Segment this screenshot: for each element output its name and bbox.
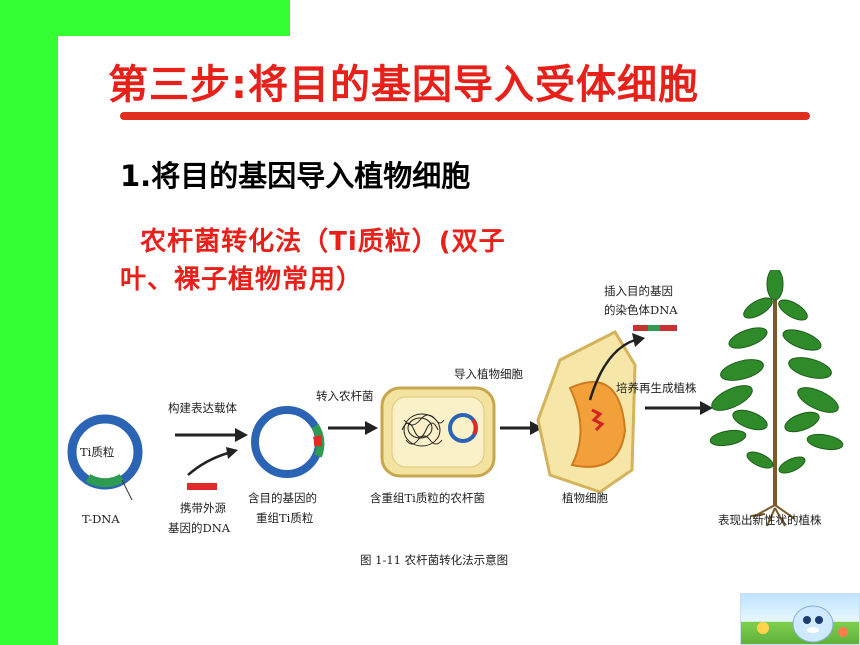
agrobacterium-label: 含重组Ti质粒的农杆菌 (370, 491, 485, 505)
into-plant-cell-label: 导入植物细胞 (454, 367, 523, 381)
foreign-dna-label-1: 携带外源 (180, 501, 226, 515)
method-text: 农杆菌转化法（Ti质粒）(双子 叶、裸子植物常用） (120, 223, 600, 299)
method-line-2: 叶、裸子植物常用） (120, 265, 364, 295)
foreign-dna-fragment (187, 447, 238, 490)
arrow-construct-vector (175, 428, 248, 442)
recombinant-plasmid-label-2: 重组Ti质粒 (256, 511, 314, 525)
ti-plasmid-label: Ti质粒 (80, 445, 115, 459)
recombinant-plasmid-label-1: 含目的基因的 (248, 491, 317, 505)
into-agrobacterium-label: 转入农杆菌 (316, 389, 374, 403)
plant-cell-label: 植物细胞 (562, 491, 608, 505)
agrobacterium-transformation-diagram (67, 270, 844, 527)
arrow-into-agrobacterium (328, 421, 378, 435)
construct-vector-label: 构建表达载体 (168, 401, 237, 415)
chromosome-dna-label-1: 插入目的基因 (604, 284, 673, 298)
tdna-label: T-DNA (82, 512, 120, 526)
chromosome-dna-label-2: 的染色体DNA (604, 303, 678, 317)
tdna-pointer (121, 479, 133, 501)
arrow-into-plant-cell (500, 421, 543, 435)
arrow-to-chromosome (588, 325, 677, 401)
regenerate-plant-label: 培养再生成植株 (616, 381, 697, 395)
foreign-dna-label-2: 基因的DNA (168, 521, 231, 535)
ti-plasmid (67, 414, 143, 490)
slide-content-area (58, 36, 860, 645)
section-heading: 1.将目的基因导入植物细胞 (120, 159, 471, 193)
recombinant-ti-plasmid (251, 406, 325, 478)
transgenic-plant-label: 表现出新性状的植株 (718, 513, 822, 527)
figure-caption: 图 1-11 农杆菌转化法示意图 (360, 553, 509, 567)
plant-cell (536, 330, 637, 494)
top-green-strip (0, 0, 290, 36)
slide-title: 第三步:将目的基因导入受体细胞 (108, 62, 699, 108)
left-green-sidebar (0, 0, 58, 645)
decorative-cartoon-thumbnail (740, 593, 860, 645)
cartoon-figure-icon (757, 605, 848, 643)
arrow-regenerate-plant (645, 401, 713, 415)
method-line-1: 农杆菌转化法（Ti质粒）(双子 (120, 227, 506, 257)
agrobacterium-cell (380, 386, 496, 478)
transgenic-plant (709, 270, 844, 527)
title-underline (120, 112, 810, 120)
